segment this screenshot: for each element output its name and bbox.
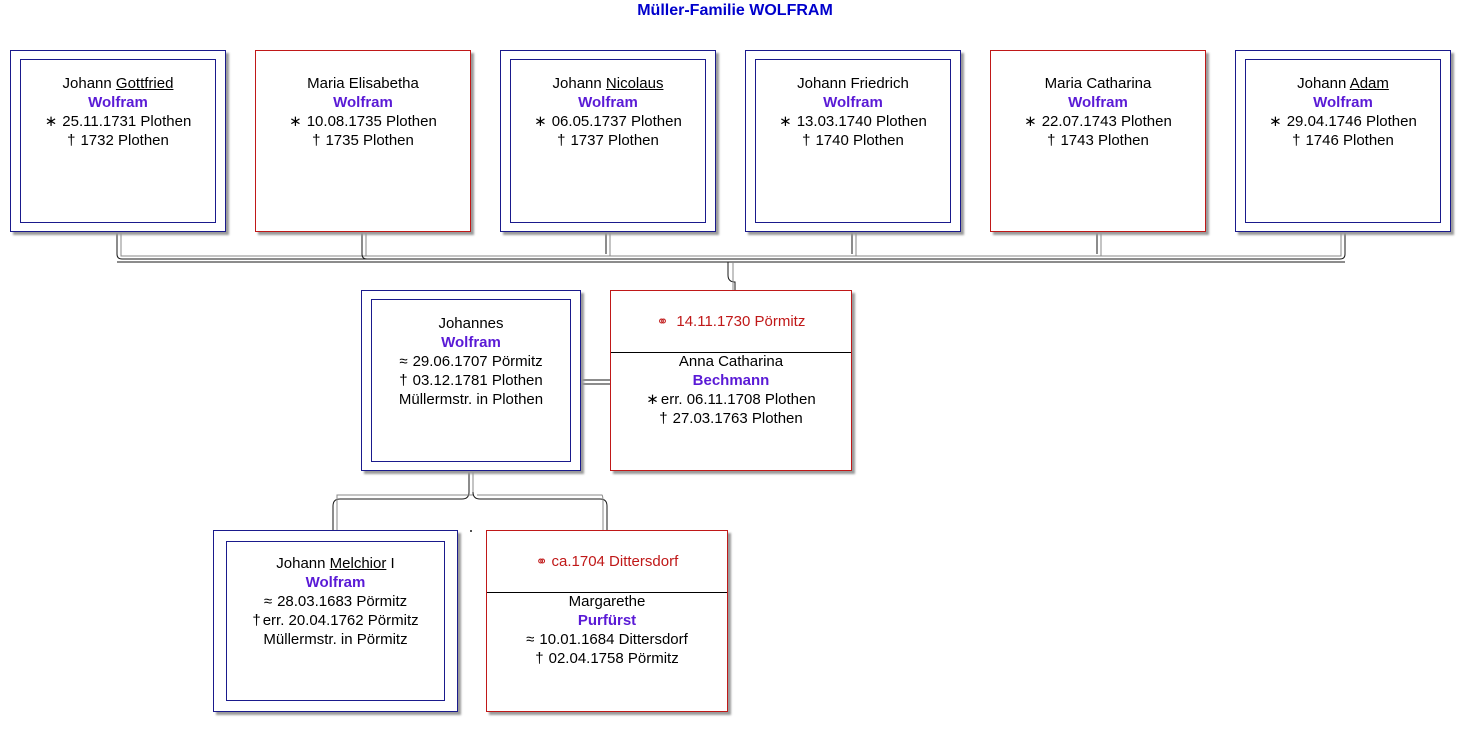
surname: Purfürst — [577, 612, 637, 629]
death-icon: † — [67, 132, 76, 149]
death-line: †1737 Plothen — [557, 132, 659, 149]
surname: Bechmann — [692, 372, 770, 389]
parents-trunk — [727, 262, 736, 291]
death-line: †02.04.1758 Pörmitz — [535, 650, 679, 667]
surname: Wolfram — [305, 574, 366, 591]
given-names: Anna Catharina — [678, 353, 784, 370]
surname: Wolfram — [1313, 94, 1373, 111]
surname: Wolfram — [823, 94, 883, 111]
death-line: †1735 Plothen — [312, 132, 414, 149]
birth-icon: ∗ — [1269, 113, 1282, 130]
death-line: †27.03.1763 Plothen — [659, 410, 803, 427]
person-card-maria-catharina[interactable]: Maria Catharina Wolfram ∗22.07.1743 Plot… — [990, 50, 1206, 232]
birth-icon: ∗ — [289, 113, 302, 130]
death-icon: † — [252, 612, 261, 629]
person-card-adam[interactable]: Johann Adam Wolfram ∗29.04.1746 Plothen … — [1235, 50, 1451, 232]
birth-line: ∗err. 06.11.1708 Plothen — [646, 391, 816, 408]
birth-line: ∗25.11.1731 Plothen — [44, 113, 192, 130]
death-icon: † — [399, 372, 408, 389]
occupation: Müllermstr. in Pörmitz — [263, 631, 408, 648]
surname: Wolfram — [333, 94, 393, 111]
baptism-line: ≈29.06.1707 Pörmitz — [399, 353, 543, 370]
birth-icon: ∗ — [779, 113, 792, 130]
given-names: Maria Elisabetha — [307, 75, 419, 92]
death-line: †1740 Plothen — [802, 132, 904, 149]
call-name: Gottfried — [115, 75, 174, 92]
surname: Wolfram — [578, 94, 638, 111]
grand-trunk — [332, 471, 470, 531]
death-icon: † — [802, 132, 811, 149]
inner-frame — [510, 59, 706, 223]
birth-line: ∗06.05.1737 Plothen — [534, 113, 682, 130]
grand-trunk-right — [472, 491, 608, 531]
birth-icon: ∗ — [1024, 113, 1037, 130]
children-rail-bottom — [120, 232, 1342, 257]
inner-frame — [1245, 59, 1441, 223]
grand-trunk-b — [336, 471, 474, 531]
marriage-rings-icon: ⚭ — [535, 553, 548, 569]
person-card-anna-catharina[interactable]: ⚭14.11.1730 Pörmitz Anna Catharina Bechm… — [610, 290, 852, 471]
call-name: Melchior — [329, 555, 387, 572]
birth-icon: ∗ — [646, 391, 659, 408]
marriage-header: ⚭ca.1704 Dittersdorf — [487, 531, 727, 593]
chart-title: Müller-Familie WOLFRAM — [637, 2, 833, 19]
surname: Wolfram — [441, 334, 501, 351]
call-name: Adam — [1349, 75, 1389, 92]
marriage-header: ⚭14.11.1730 Pörmitz — [611, 291, 851, 353]
inner-frame — [20, 59, 216, 223]
person-card-gottfried[interactable]: Johann Gottfried Wolfram ∗25.11.1731 Plo… — [10, 50, 226, 232]
inner-frame — [371, 299, 571, 462]
person-card-melchior[interactable]: Johann Melchior I Wolfram ≈28.03.1683 Pö… — [213, 530, 458, 712]
baptism-icon: ≈ — [526, 631, 535, 648]
marriage-rings-icon: ⚭ — [656, 313, 669, 329]
given-names: Johann Gottfried — [62, 75, 174, 92]
given-names: Johannes — [438, 315, 504, 332]
inner-frame — [755, 59, 951, 223]
death-icon: † — [1292, 132, 1301, 149]
birth-line: ∗13.03.1740 Plothen — [779, 113, 927, 130]
given-names: Margarethe — [568, 593, 646, 610]
grand-trunk-right-b — [477, 494, 604, 531]
birth-line: ∗22.07.1743 Plothen — [1024, 113, 1172, 130]
birth-icon: ∗ — [44, 113, 58, 130]
surname: Wolfram — [1068, 94, 1128, 111]
death-icon: † — [1047, 132, 1056, 149]
person-card-johann-friedrich[interactable]: Johann Friedrich Wolfram ∗13.03.1740 Plo… — [745, 50, 961, 232]
given-names: Johann Adam — [1297, 75, 1389, 92]
death-icon: † — [312, 132, 321, 149]
death-icon: † — [659, 410, 668, 427]
occupation: Müllermstr. in Plothen — [398, 391, 544, 408]
birth-icon: ∗ — [534, 113, 547, 130]
baptism-icon: ≈ — [263, 593, 273, 610]
given-names: Johann Melchior I — [276, 555, 395, 572]
surname: Wolfram — [88, 94, 148, 111]
inner-frame — [226, 541, 445, 701]
child-drop-2 — [361, 232, 368, 260]
birth-line: ∗29.04.1746 Plothen — [1269, 113, 1417, 130]
death-line: †1732 Plothen — [67, 132, 169, 149]
person-card-maria-elisabetha[interactable]: Maria Elisabetha Wolfram ∗10.08.1735 Plo… — [255, 50, 471, 232]
children-rail-top — [116, 232, 1346, 260]
baptism-line: ≈28.03.1683 Pörmitz — [263, 593, 408, 610]
given-names: Maria Catharina — [1044, 75, 1152, 92]
death-line: †1743 Plothen — [1047, 132, 1149, 149]
person-card-johannes[interactable]: Johannes Wolfram ≈29.06.1707 Pörmitz †03… — [361, 290, 581, 471]
given-names: Johann Friedrich — [797, 75, 909, 92]
given-names: Johann Nicolaus — [552, 75, 664, 92]
death-line: †03.12.1781 Plothen — [399, 372, 543, 389]
death-icon: † — [535, 650, 544, 667]
person-card-nicolaus[interactable]: Johann Nicolaus Wolfram ∗06.05.1737 Plot… — [500, 50, 716, 232]
call-name: Nicolaus — [605, 75, 664, 92]
baptism-icon: ≈ — [399, 353, 408, 370]
death-icon: † — [557, 132, 566, 149]
birth-line: ∗10.08.1735 Plothen — [289, 113, 437, 130]
baptism-line: ≈10.01.1684 Dittersdorf — [526, 631, 688, 648]
person-card-margarethe[interactable]: ⚭ca.1704 Dittersdorf Margarethe Purfürst… — [486, 530, 728, 712]
death-line: †err. 20.04.1762 Pörmitz — [252, 612, 419, 629]
death-line: †1746 Plothen — [1292, 132, 1394, 149]
